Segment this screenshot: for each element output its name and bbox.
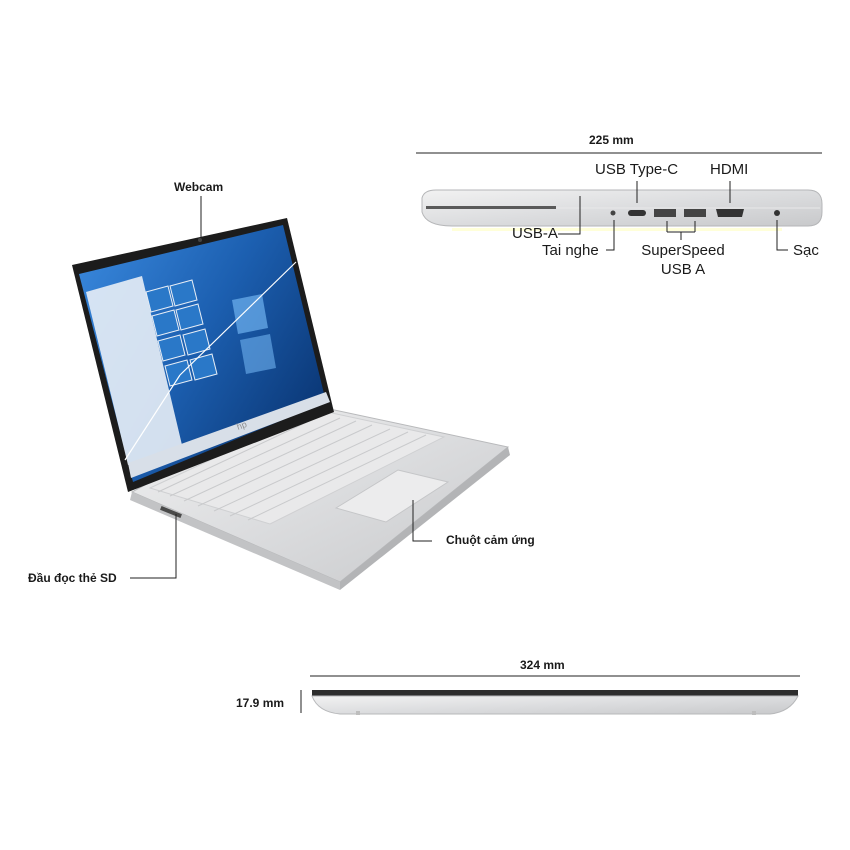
hdmi-port	[716, 209, 744, 217]
usb-c-port	[628, 210, 646, 216]
label-headphone: Tai nghe	[542, 242, 599, 259]
side-view	[416, 152, 823, 251]
svg-text:hp: hp	[235, 419, 248, 432]
laptop-lid: hp	[72, 218, 334, 492]
front-view	[300, 675, 800, 715]
label-superspeed: SuperSpeed	[641, 242, 725, 259]
label-usb-a: USB-A	[512, 225, 558, 242]
label-thickness: 17.9 mm	[236, 696, 285, 710]
label-width-top: 225 mm	[589, 133, 634, 147]
headphone-port	[610, 210, 616, 216]
label-touchpad: Chuột cảm ứng	[446, 533, 535, 547]
label-usb-type-c: USB Type-C	[595, 161, 679, 178]
usb-a-port-2	[684, 209, 706, 217]
webcam-lens	[198, 238, 202, 242]
label-width-bottom: 324 mm	[520, 658, 565, 672]
charge-port	[774, 210, 780, 216]
label-charge: Sạc	[793, 242, 819, 259]
usb-a-port-1	[654, 209, 676, 217]
label-hdmi: HDMI	[710, 161, 749, 178]
touchpad	[334, 469, 450, 523]
label-sd-reader: Đầu đọc thẻ SD	[28, 571, 117, 585]
label-superspeed-usb-a: USB A	[660, 261, 706, 278]
label-webcam: Webcam	[174, 180, 224, 194]
callout-lines	[130, 196, 432, 579]
